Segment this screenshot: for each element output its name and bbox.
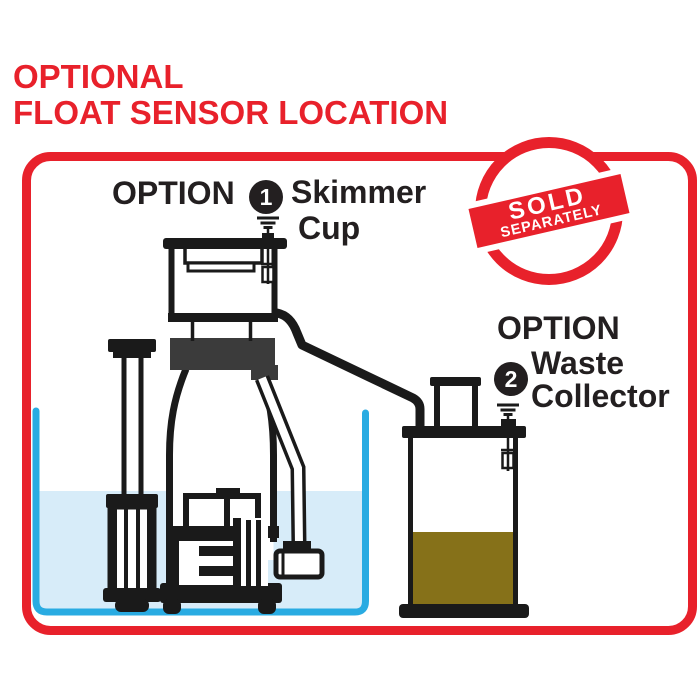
option1-number-badge: 1 xyxy=(249,180,283,214)
option1-name-line1: Skimmer xyxy=(291,174,427,210)
page-title-line2: FLOAT SENSOR LOCATION xyxy=(13,94,449,131)
option1-number: 1 xyxy=(259,183,273,210)
outlet-pipe xyxy=(255,375,311,553)
option2-name-line1: Waste xyxy=(531,345,625,381)
waste-collector xyxy=(399,377,529,618)
option2-label: OPTION xyxy=(497,310,620,346)
sold-separately-badge: SOLD SEPARATELY xyxy=(461,137,637,285)
page-title-line1: OPTIONAL xyxy=(13,58,184,95)
option1-label: OPTION xyxy=(112,175,235,211)
waste-fluid xyxy=(412,532,516,607)
standpipe xyxy=(103,339,161,612)
drain-hose xyxy=(272,308,425,434)
pump-assembly xyxy=(160,488,325,614)
float-sensor-1-icon xyxy=(257,216,279,284)
option2-number-badge: 2 xyxy=(494,362,528,396)
float-sensor-2-icon xyxy=(497,403,519,471)
skimmer-collar xyxy=(170,338,278,380)
sump-tank xyxy=(32,407,369,616)
option2-name-line2: Collector xyxy=(531,378,670,414)
frame-border xyxy=(22,152,697,635)
skimmer-cup xyxy=(163,233,287,322)
option2-number: 2 xyxy=(504,365,518,392)
option1-name-line2: Cup xyxy=(298,210,361,246)
